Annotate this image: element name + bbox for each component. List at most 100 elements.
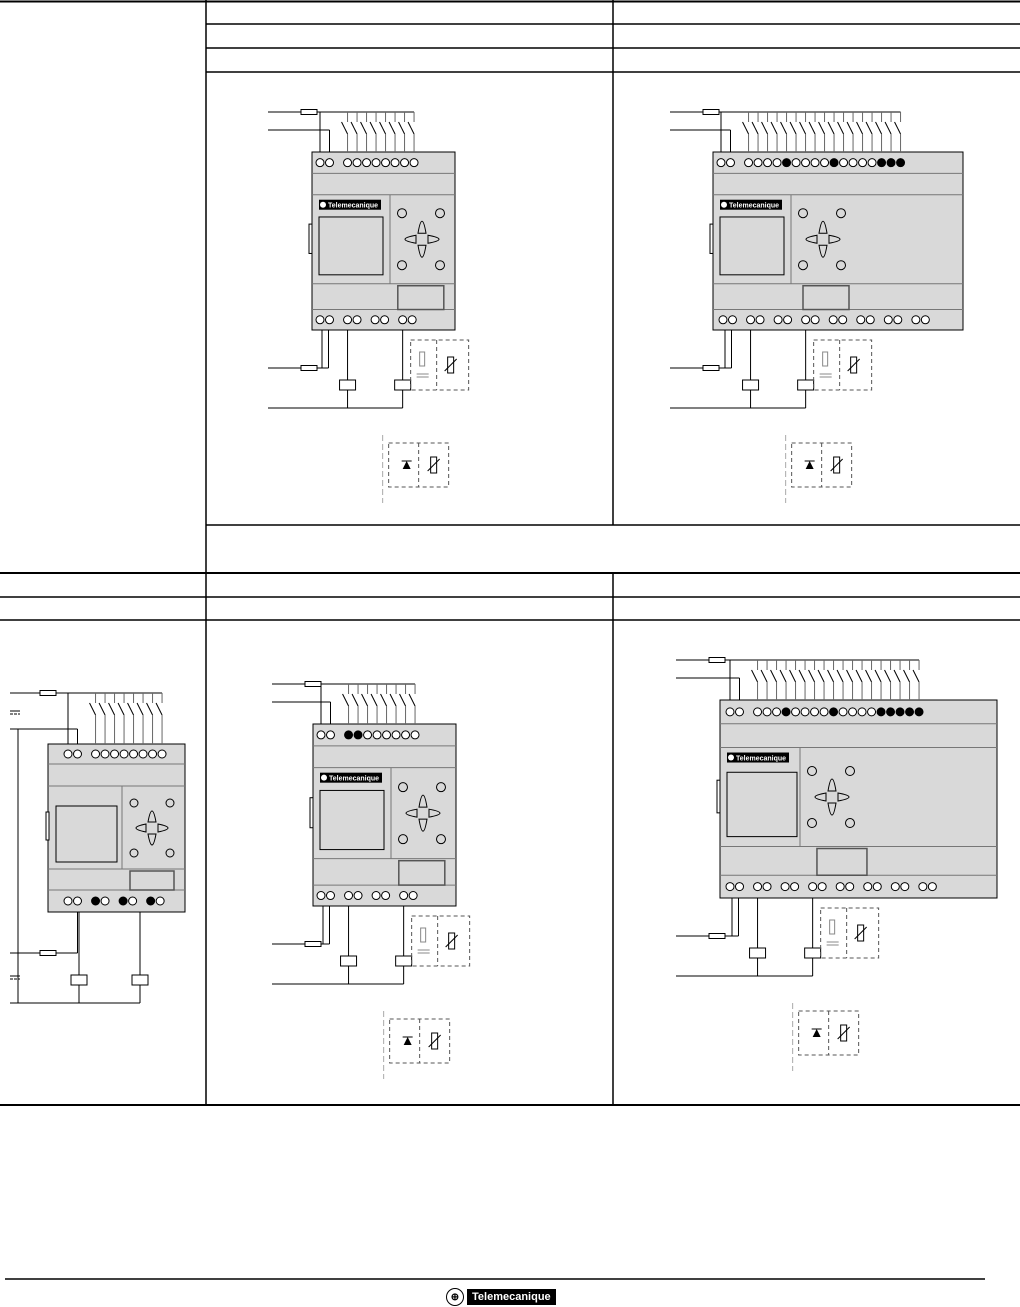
device-logo: Telemecanique bbox=[319, 199, 381, 210]
output-terminal bbox=[808, 882, 818, 892]
input-terminal bbox=[716, 158, 726, 168]
varistor-slash bbox=[427, 458, 441, 472]
output-terminal bbox=[863, 882, 873, 892]
footer-brand-name: Telemecanique bbox=[467, 1289, 556, 1305]
device-logo-mark bbox=[721, 201, 727, 208]
output-terminal bbox=[755, 315, 765, 325]
output-terminal bbox=[316, 891, 326, 901]
arrow-left-key bbox=[814, 792, 827, 802]
output-terminal bbox=[911, 315, 921, 325]
arrow-down-key bbox=[818, 244, 828, 258]
input-terminal bbox=[353, 730, 363, 740]
input-switch-contact bbox=[817, 669, 825, 683]
input-terminal bbox=[896, 158, 906, 168]
input-switch-contact bbox=[827, 121, 835, 135]
input-switch-contact bbox=[379, 121, 386, 135]
output-terminal bbox=[801, 315, 811, 325]
input-terminal bbox=[138, 749, 148, 759]
output-terminal bbox=[407, 315, 417, 325]
input-terminal bbox=[905, 707, 915, 717]
output-terminal bbox=[783, 315, 793, 325]
input-switch-contact bbox=[350, 121, 358, 135]
fuse-symbol bbox=[304, 681, 322, 687]
output-terminal bbox=[817, 882, 827, 892]
keypad-button bbox=[836, 260, 846, 271]
diode-symbol bbox=[805, 461, 814, 469]
input-switch-contact bbox=[836, 669, 844, 683]
input-terminal bbox=[858, 158, 868, 168]
input-switch-contact bbox=[827, 669, 834, 683]
arrow-left-key bbox=[135, 823, 147, 833]
rc-suppressor-box bbox=[813, 339, 873, 391]
input-switch-contact bbox=[856, 121, 863, 135]
input-switch-contact bbox=[98, 702, 106, 716]
input-terminal bbox=[73, 749, 82, 759]
output-terminal bbox=[845, 882, 855, 892]
output-terminal bbox=[890, 882, 900, 892]
device-logo-text: Telemecanique bbox=[729, 203, 779, 210]
output-terminal bbox=[918, 882, 928, 892]
input-terminal bbox=[877, 158, 887, 168]
output-terminal bbox=[773, 315, 783, 325]
input-switch-contact bbox=[136, 702, 144, 716]
fuse-symbol bbox=[300, 109, 318, 115]
arrow-right-key bbox=[428, 808, 441, 818]
arrow-down-key bbox=[418, 818, 428, 832]
keypad-button bbox=[845, 818, 855, 829]
input-switch-contact bbox=[351, 693, 359, 707]
input-switch-contact bbox=[894, 121, 901, 135]
input-switch-contact bbox=[146, 702, 153, 716]
output-terminal bbox=[883, 315, 893, 325]
expansion-cover bbox=[397, 284, 445, 311]
brand-mark-icon: ⊕ bbox=[446, 1288, 464, 1306]
lcd-display bbox=[55, 805, 118, 863]
output-terminal bbox=[100, 896, 110, 906]
input-switch-contact bbox=[884, 669, 891, 683]
input-terminal bbox=[372, 730, 382, 740]
output-terminal bbox=[63, 896, 73, 906]
relay-coil bbox=[749, 947, 767, 959]
input-terminal bbox=[726, 158, 735, 168]
resistor-symbol bbox=[419, 351, 426, 367]
output-terminal bbox=[835, 882, 845, 892]
keypad-button bbox=[436, 782, 446, 793]
input-switch-contact bbox=[770, 669, 777, 683]
arrow-left-key bbox=[805, 234, 818, 244]
relay-coil bbox=[742, 379, 760, 391]
input-terminal bbox=[400, 158, 410, 168]
output-terminal bbox=[900, 882, 910, 892]
input-terminal bbox=[148, 749, 158, 759]
output-terminal bbox=[927, 882, 937, 892]
lcd-display bbox=[726, 771, 798, 838]
input-switch-contact bbox=[893, 669, 901, 683]
keypad-button bbox=[435, 260, 445, 271]
varistor-slash bbox=[837, 1026, 851, 1040]
diode-symbol bbox=[402, 461, 411, 469]
input-terminal bbox=[914, 707, 924, 717]
input-terminal bbox=[848, 707, 858, 717]
input-switch-contact bbox=[884, 121, 892, 135]
output-terminal bbox=[371, 891, 381, 901]
input-terminal bbox=[857, 707, 867, 717]
varistor-slash bbox=[830, 458, 844, 472]
input-switch-contact bbox=[760, 669, 768, 683]
input-switch-contact bbox=[798, 669, 806, 683]
device-logo-plate bbox=[727, 752, 789, 763]
device-logo: Telemecanique bbox=[727, 752, 789, 763]
input-terminal bbox=[735, 707, 744, 717]
arrow-up-key bbox=[147, 810, 157, 823]
device-logo-mark bbox=[321, 774, 327, 781]
output-terminal bbox=[408, 891, 418, 901]
output-terminal bbox=[353, 891, 363, 901]
input-terminal bbox=[316, 730, 326, 740]
varistor-slash bbox=[444, 358, 458, 372]
keypad-button bbox=[807, 766, 817, 777]
input-terminal bbox=[801, 158, 811, 168]
fuse-symbol bbox=[708, 933, 726, 939]
arrow-down-key bbox=[827, 802, 837, 816]
output-terminal bbox=[856, 315, 866, 325]
device-logo-text: Telemecanique bbox=[328, 203, 378, 210]
output-terminal bbox=[91, 896, 101, 906]
output-terminal bbox=[780, 882, 790, 892]
input-terminal bbox=[886, 158, 896, 168]
